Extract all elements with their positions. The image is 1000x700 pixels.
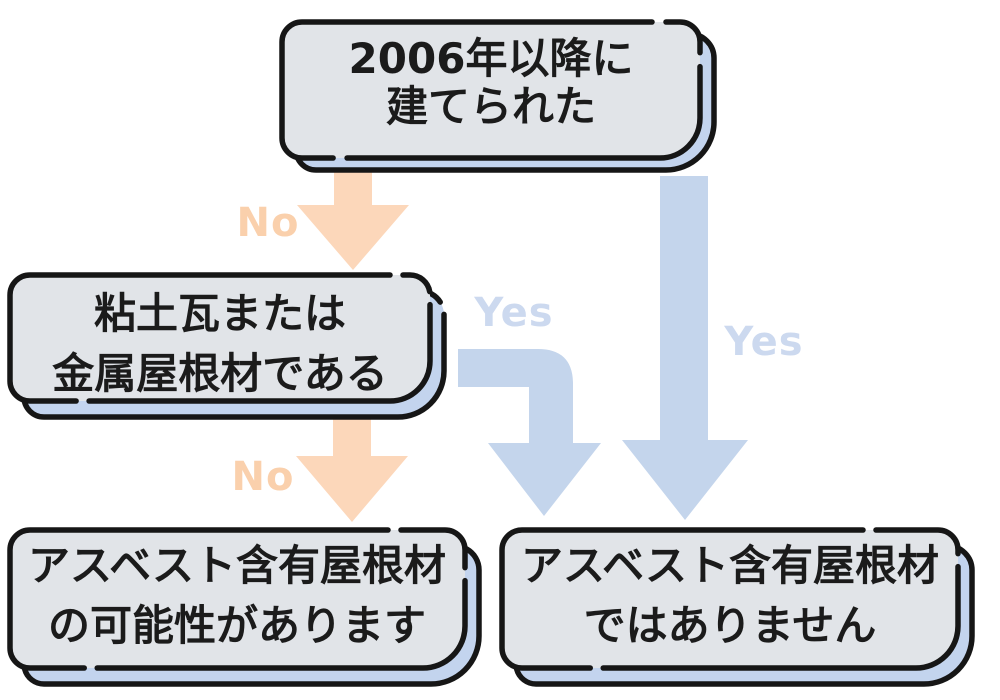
no-arrow-1 xyxy=(297,168,409,270)
node-body xyxy=(499,527,961,671)
node-clay-or-metal: 粘土瓦または 金属屋根材である xyxy=(7,272,447,420)
node-body xyxy=(279,19,703,161)
node-built-after-2006: 2006年以降に 建てられた xyxy=(279,19,717,173)
edge-no-top: No xyxy=(237,168,409,270)
yes-straight-arrow xyxy=(622,176,748,520)
edge-yes-elbow: Yes xyxy=(458,290,601,516)
yes-label-2: Yes xyxy=(723,319,803,365)
node-text-line2: 建てられた xyxy=(386,82,596,131)
node-text-line2: の可能性があります xyxy=(48,601,426,650)
node-text-line1: アスベスト含有屋根材 xyxy=(521,541,939,590)
no-arrow-2 xyxy=(296,419,408,522)
no-label-1: No xyxy=(237,200,300,246)
node-text-line1: 粘土瓦または xyxy=(94,289,346,338)
edge-yes-straight: Yes xyxy=(622,176,803,520)
node-body xyxy=(7,272,433,404)
yes-elbow-arrow xyxy=(458,349,601,516)
edge-no-bottom: No xyxy=(232,419,408,522)
node-text-line2: ではありません xyxy=(584,601,877,650)
node-body xyxy=(7,527,468,671)
node-possible-asbestos: アスベスト含有屋根材 の可能性があります xyxy=(7,527,482,687)
node-text-line1: アスベスト含有屋根材 xyxy=(28,541,446,590)
yes-label-1: Yes xyxy=(473,290,553,336)
no-label-2: No xyxy=(232,454,295,500)
node-text-line1: 2006年以降に xyxy=(349,34,634,83)
node-not-asbestos: アスベスト含有屋根材 ではありません xyxy=(499,527,975,687)
node-text-line2: 金属屋根材である xyxy=(51,349,388,398)
